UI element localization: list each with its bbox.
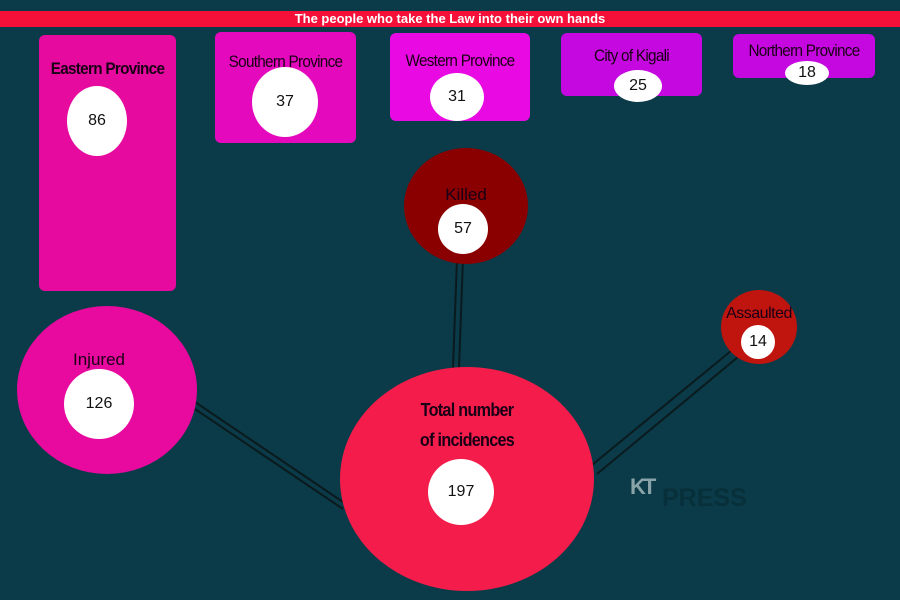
killed-circle: Killed 57	[404, 148, 528, 264]
assaulted-label: Assaulted	[726, 305, 792, 322]
line-killed	[458, 257, 464, 369]
logo-kt: KT	[630, 474, 656, 499]
ktpress-logo: KT PRESS	[630, 474, 770, 514]
assaulted-circle: Assaulted 14	[721, 290, 797, 364]
province-southern: Southern Province 37	[215, 32, 356, 143]
injured-circle: Injured 126	[17, 306, 197, 474]
province-eastern: Eastern Province 86	[39, 35, 176, 291]
province-value: 37	[252, 67, 318, 137]
assaulted-value: 14	[741, 325, 775, 359]
total-label-line2: of incidences	[419, 430, 515, 450]
province-label: Southern Province	[228, 52, 343, 71]
province-northern: Northern Province 18	[733, 34, 875, 85]
injured-label: Injured	[73, 350, 125, 369]
title-banner: The people who take the Law into their o…	[0, 11, 900, 27]
total-value: 197	[428, 459, 494, 525]
line-killed	[452, 257, 458, 369]
province-value: 86	[67, 86, 127, 156]
province-western: Western Province 31	[390, 33, 530, 121]
line-assaulted	[596, 351, 745, 475]
total-label-line1: Total number	[420, 400, 514, 420]
line-injured	[194, 401, 344, 503]
province-label: Western Province	[405, 51, 516, 70]
line-injured	[194, 408, 344, 510]
killed-value: 57	[438, 204, 488, 254]
province-value: 31	[430, 73, 484, 121]
line-assaulted	[591, 345, 738, 466]
province-value: 18	[785, 61, 829, 85]
province-label: City of Kigali	[594, 46, 670, 65]
province-kigali: City of Kigali 25	[561, 33, 702, 102]
total-circle: Total number of incidences 197	[340, 367, 594, 591]
logo-press: PRESS	[662, 484, 747, 512]
injured-value: 126	[64, 369, 134, 439]
province-label: Eastern Province	[50, 59, 165, 78]
province-label: Northern Province	[748, 41, 860, 60]
killed-label: Killed	[445, 185, 487, 204]
province-value: 25	[614, 70, 662, 102]
